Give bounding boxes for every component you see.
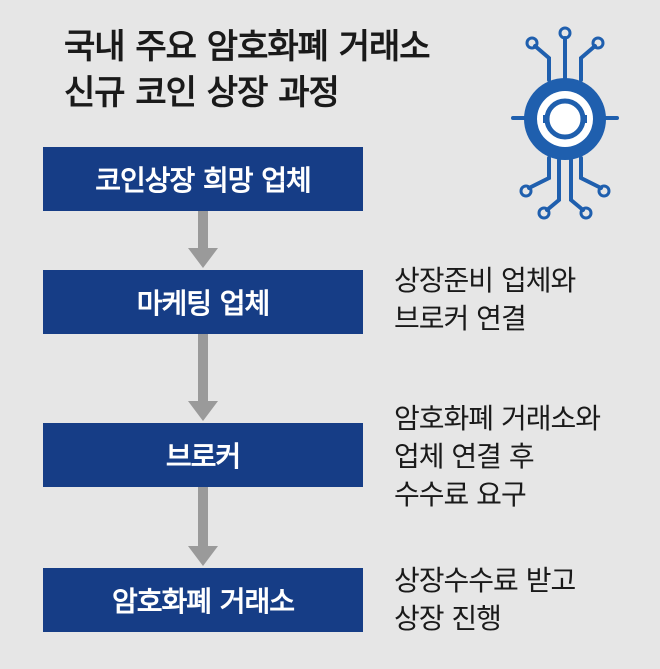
title-line-1: 국내 주요 암호화폐 거래소 xyxy=(64,27,431,67)
down-arrow-icon xyxy=(188,487,218,566)
down-arrow-icon xyxy=(188,334,218,421)
diagram-title: 국내 주요 암호화폐 거래소 신규 코인 상장 과정 xyxy=(64,24,431,116)
step-note-3: 암호화폐 거래소와 업체 연결 후 수수료 요구 xyxy=(394,400,601,514)
title-line-2: 신규 코인 상장 과정 xyxy=(64,73,340,113)
step-label-4: 암호화폐 거래소 xyxy=(111,585,295,618)
step-label-1: 코인상장 희망 업체 xyxy=(95,164,312,197)
step-note-2: 상장준비 업체와 브로커 연결 xyxy=(394,262,576,338)
note-line: 수수료 요구 xyxy=(394,478,527,511)
step-label-3: 브로커 xyxy=(165,440,241,473)
step-note-4: 상장수수료 받고 상장 진행 xyxy=(394,562,576,638)
step-box-1: 코인상장 희망 업체 xyxy=(43,147,363,211)
note-line: 브로커 연결 xyxy=(394,302,527,335)
note-line: 상장준비 업체와 xyxy=(394,264,576,297)
note-line: 상장 진행 xyxy=(394,602,502,635)
circuit-coin-icon xyxy=(511,26,619,220)
note-line: 암호화폐 거래소와 xyxy=(394,402,601,435)
down-arrow-icon xyxy=(188,211,218,268)
step-box-4: 암호화폐 거래소 xyxy=(43,568,363,632)
step-box-3: 브로커 xyxy=(43,423,363,487)
note-line: 업체 연결 후 xyxy=(394,440,535,473)
step-label-2: 마케팅 업체 xyxy=(136,287,271,320)
step-box-2: 마케팅 업체 xyxy=(43,270,363,334)
note-line: 상장수수료 받고 xyxy=(394,564,576,597)
